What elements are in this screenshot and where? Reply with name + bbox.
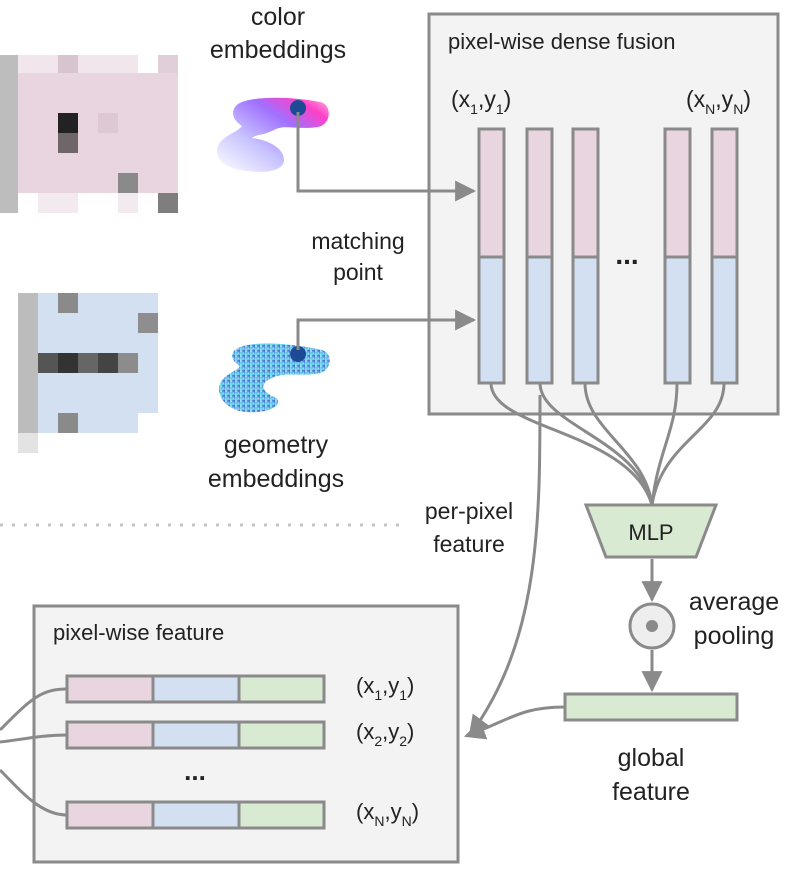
global-to-pixel-arrow	[464, 705, 566, 740]
fusion-column-3	[571, 127, 600, 385]
global-feature-label-2: feature	[612, 778, 690, 806]
per-pixel-label: per-pixel	[425, 498, 513, 524]
average-pooling-label: average	[689, 588, 779, 616]
feature-row-2	[65, 720, 326, 750]
fusion-column-1	[477, 127, 506, 385]
color-embeddings-label-2: embeddings	[210, 36, 346, 64]
last-column-coord: (xN,yN)	[686, 86, 751, 117]
first-column-coord: (x1,y1)	[451, 86, 511, 117]
rows-output-lines	[0, 687, 68, 817]
matching-point-label-2: point	[333, 259, 383, 285]
feature-row-3	[65, 800, 326, 830]
average-pooling-label-2: pooling	[694, 622, 775, 650]
fusion-column-5	[710, 127, 739, 385]
mlp-block: MLP	[583, 503, 719, 559]
row-coord-1: (x1,y1)	[356, 673, 414, 703]
color-embeddings-label: color	[251, 3, 305, 31]
row-coord-3: (xN,yN)	[356, 799, 419, 829]
depth-image-crop	[18, 293, 158, 453]
geometry-point-cloud	[219, 343, 330, 413]
mlp-label: MLP	[628, 520, 673, 545]
feature-row-1	[65, 674, 326, 704]
pixel-wise-feature-title: pixel-wise feature	[53, 620, 224, 645]
matching-point-label: matching	[311, 228, 404, 254]
per-pixel-arrow	[468, 394, 542, 737]
fusion-column-2	[525, 127, 554, 385]
geometry-match-arrow	[296, 309, 477, 350]
geometry-embeddings-label-2: embeddings	[208, 465, 344, 493]
color-match-arrow	[296, 112, 477, 202]
rows-ellipsis: ...	[184, 756, 206, 786]
fusion-to-mlp-lines	[489, 382, 726, 506]
geometry-embeddings-label: geometry	[224, 431, 329, 459]
fusion-ellipsis: ...	[615, 239, 638, 270]
per-pixel-label-2: feature	[433, 531, 505, 557]
average-pooling-node	[628, 602, 676, 650]
color-image-crop	[0, 55, 178, 213]
global-feature-label: global	[618, 744, 685, 772]
row-coord-2: (x2,y2)	[356, 719, 414, 749]
dense-fusion-title: pixel-wise dense fusion	[448, 29, 675, 54]
fusion-column-4	[663, 127, 692, 385]
global-feature-bar	[563, 692, 739, 722]
color-embedding-blob	[216, 97, 329, 172]
